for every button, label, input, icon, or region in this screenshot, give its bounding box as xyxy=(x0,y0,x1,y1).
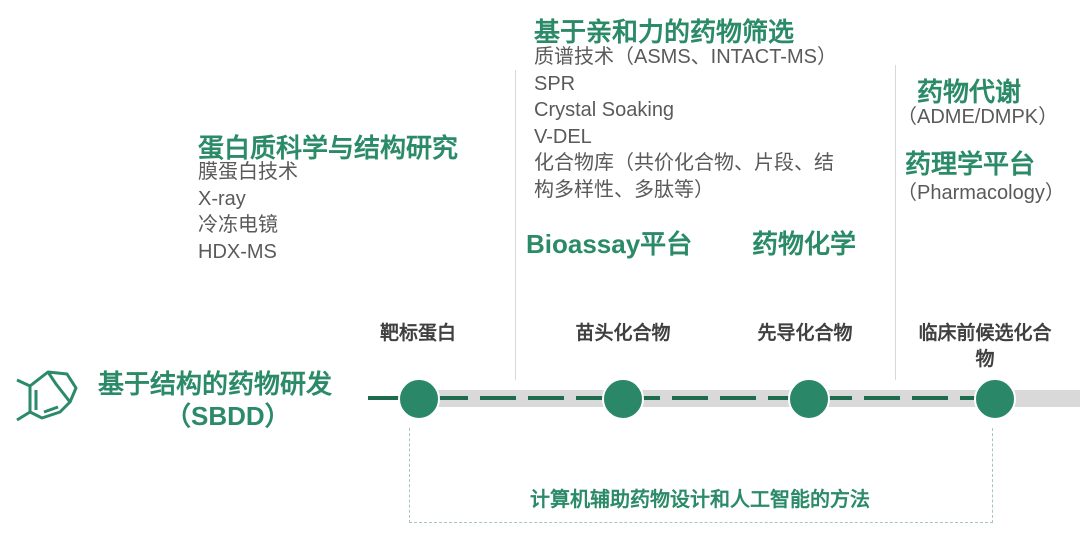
list-item: 膜蛋白技术 xyxy=(198,161,298,183)
stage-node-lead xyxy=(788,378,830,420)
metabolism-sub: （ADME/DMPK） xyxy=(897,106,1059,128)
list-item: SPR xyxy=(534,72,576,95)
sbdd-title: 基于结构的药物研发 xyxy=(98,369,333,399)
molecule-icon xyxy=(16,370,78,422)
timeline-lead-line xyxy=(368,396,400,400)
stage-label-hit: 苗头化合物 xyxy=(575,323,671,344)
medchem-title: 药物化学 xyxy=(752,229,857,259)
protein-title: 蛋白质科学与结构研究 xyxy=(198,133,459,163)
cadd-bracket xyxy=(409,428,993,523)
list-item: 化合物库（共价化合物、片段、结 xyxy=(534,152,834,174)
divider xyxy=(515,70,516,380)
stage-node-hit xyxy=(602,378,644,420)
cadd-label: 计算机辅助药物设计和人工智能的方法 xyxy=(530,489,870,511)
affinity-list: 质谱技术（ASMS、INTACT-MS） SPR Crystal Soaking… xyxy=(534,44,837,203)
affinity-title: 基于亲和力的药物筛选 xyxy=(534,17,795,47)
list-item: 构多样性、多肽等） xyxy=(534,178,714,201)
pharmacology-title: 药理学平台 xyxy=(905,149,1036,179)
list-item: Crystal Soaking xyxy=(534,99,675,121)
timeline-dashes xyxy=(432,396,992,400)
bioassay-title: Bioassay平台 xyxy=(526,229,693,259)
stage-label-target: 靶标蛋白 xyxy=(379,323,456,344)
list-item: 冷冻电镜 xyxy=(198,214,278,236)
stage-label-candidate: 临床前候选化合物 xyxy=(918,323,1052,370)
stage-label-lead: 先导化合物 xyxy=(757,323,853,344)
stage-node-candidate xyxy=(974,378,1016,420)
sbdd-abbr: （SBDD） xyxy=(165,401,291,431)
list-item: X-ray xyxy=(198,187,246,210)
divider xyxy=(895,65,896,380)
metabolism-title: 药物代谢 xyxy=(917,77,1022,107)
stage-node-target xyxy=(398,378,440,420)
list-item: V-DEL xyxy=(534,125,592,148)
list-item: 质谱技术（ASMS、INTACT-MS） xyxy=(534,46,837,68)
protein-list: 膜蛋白技术 X-ray 冷冻电镜 HDX-MS xyxy=(198,159,298,265)
pharmacology-sub: （Pharmacology） xyxy=(897,182,1065,204)
list-item: HDX-MS xyxy=(198,240,277,263)
